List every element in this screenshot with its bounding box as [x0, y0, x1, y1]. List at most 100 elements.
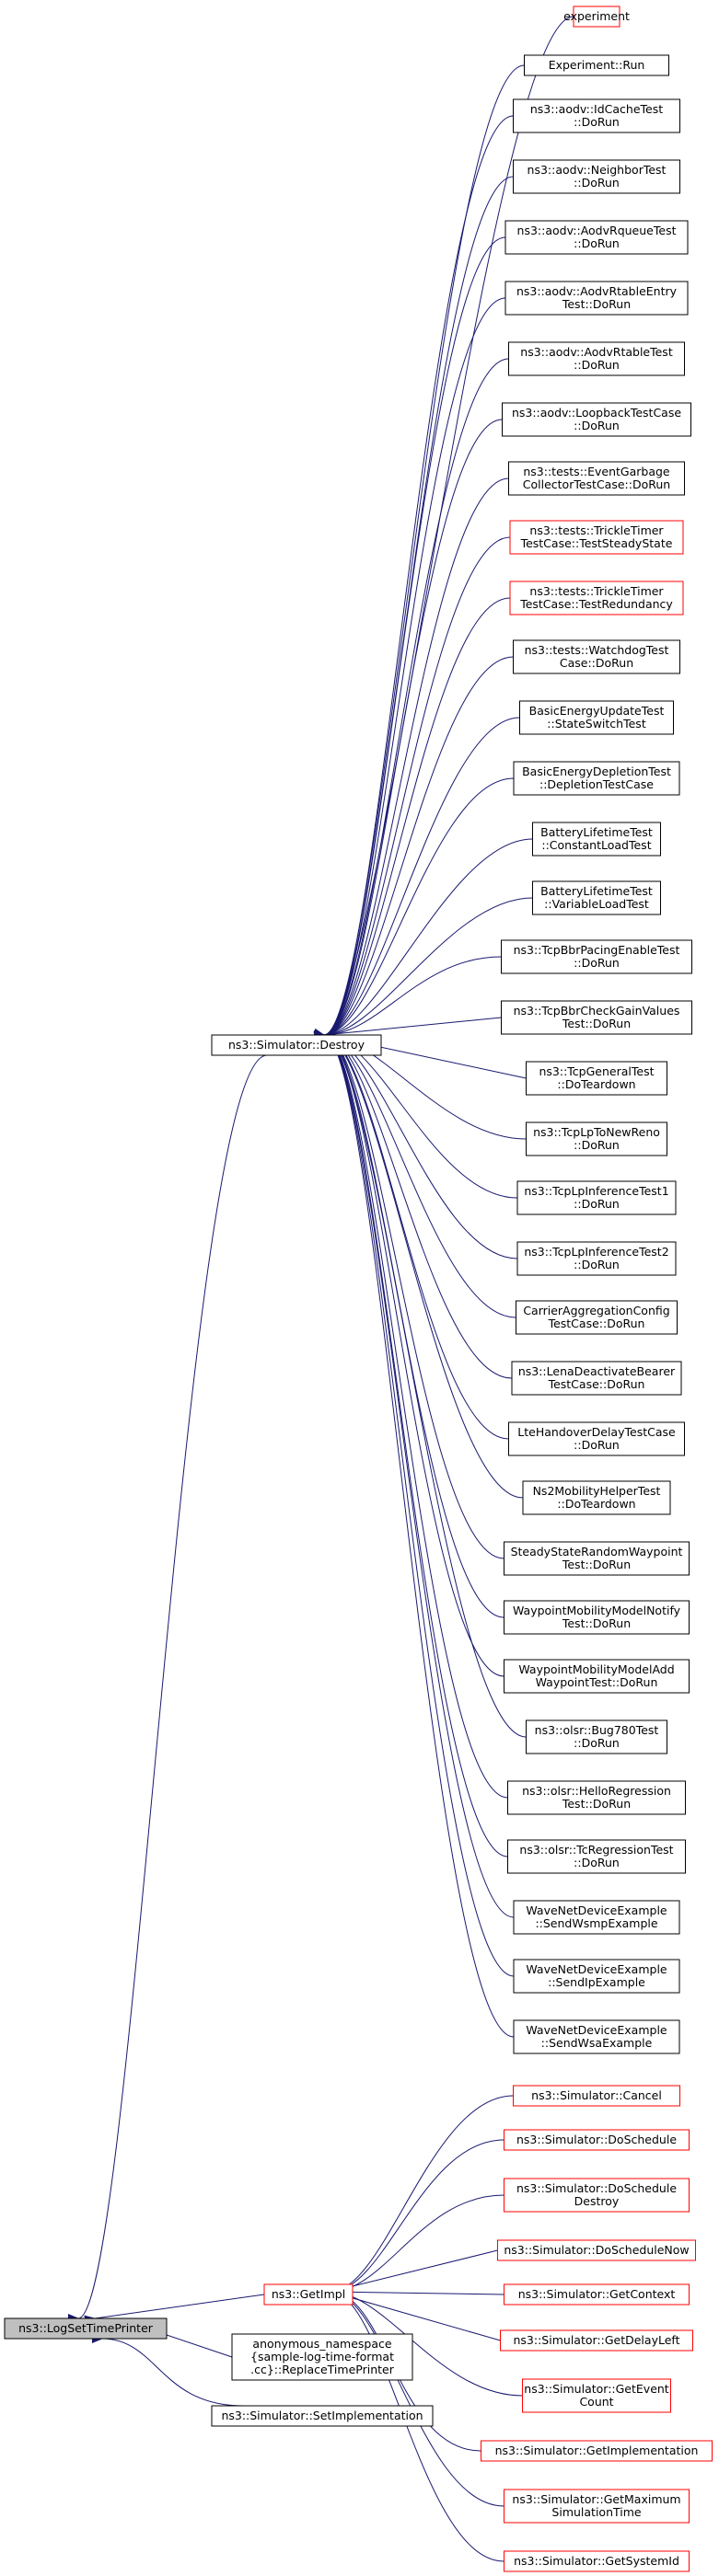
node-ns3-tcplpinferencetest2-dorun[interactable]: ns3::TcpLpInferenceTest2::DoRun: [516, 1241, 677, 1276]
node-box: [500, 2329, 693, 2352]
node-box: [509, 581, 684, 615]
node-label-line: ::DoRun: [574, 956, 620, 970]
call-edge: [319, 2249, 498, 2299]
node-label-line: ns3::Simulator::Cancel: [531, 2088, 662, 2102]
node-ns3-aodv-aodvrqueuetest-dorun[interactable]: ns3::aodv::AodvRqueueTest::DoRun: [504, 220, 689, 255]
node-label-line: ::VariableLoadTest: [544, 897, 649, 911]
node-label-line: ::DoRun: [574, 236, 620, 250]
node-ns3-aodv-loopbacktestcase-dorun[interactable]: ns3::aodv::LoopbackTestCase::DoRun: [502, 402, 691, 437]
node-ns3-simulator-destroy[interactable]: ns3::Simulator::Destroy: [211, 1034, 382, 1056]
node-batterylifetimetest-constantloadtest[interactable]: BatteryLifetimeTest::ConstantLoadTest: [532, 822, 661, 857]
node-ns3-simulator-getcontext[interactable]: ns3::Simulator::GetContext: [504, 2283, 690, 2306]
node-ns3-simulator-doschedulenow[interactable]: ns3::Simulator::DoScheduleNow: [497, 2239, 696, 2261]
node-box: [504, 1659, 690, 1694]
node-box: [526, 1719, 667, 1754]
node-label-line: {sample-log-time-format: [250, 2350, 394, 2363]
node-box: [481, 2440, 713, 2462]
edges-layer: [67, 16, 574, 2562]
node-ns3-olsr-bug780test-dorun[interactable]: ns3::olsr::Bug780Test::DoRun: [526, 1719, 667, 1754]
node-ns3-simulator-getsystemid[interactable]: ns3::Simulator::GetSystemId: [504, 2550, 690, 2572]
node-box: [513, 2019, 680, 2054]
node-label-line: ns3::aodv::IdCacheTest: [530, 102, 663, 116]
node-label-line: ns3::aodv::LoopbackTestCase: [512, 406, 681, 420]
node-experiment-run[interactable]: Experiment::Run: [524, 54, 669, 76]
node-label-line: ::ConstantLoadTest: [541, 838, 651, 852]
node-ns3-tests-trickletimer-testcase-testredundancy[interactable]: ns3::tests::TrickleTimerTestCase::TestRe…: [509, 581, 684, 615]
node-label-line: WaveNetDeviceExample: [526, 1962, 667, 1976]
node-label-line: Test::DoRun: [562, 1616, 631, 1630]
node-box: [507, 1780, 686, 1815]
node-ns3-logsettimeprinter[interactable]: ns3::LogSetTimePrinter: [4, 2317, 168, 2340]
node-ns3-aodv-aodvrtabletest-dorun[interactable]: ns3::aodv::AodvRtableTest::DoRun: [508, 341, 685, 376]
node-label-line: TestCase::DoRun: [548, 1317, 645, 1330]
node-ns3-tcpgeneraltest-doteardown[interactable]: ns3::TcpGeneralTest::DoTeardown: [526, 1061, 667, 1096]
node-label-line: ns3::aodv::NeighborTest: [528, 163, 667, 177]
call-edge: [313, 1029, 515, 1918]
node-label-line: experiment: [563, 9, 630, 23]
node-ns3-simulator-doschedule[interactable]: ns3::Simulator::DoSchedule: [504, 2129, 690, 2151]
node-box: [263, 2283, 354, 2306]
call-edge: [319, 2286, 504, 2507]
node-anonymous-namespace-sample-log-time-format-cc-replacetimeprinter[interactable]: anonymous_namespace{sample-log-time-form…: [231, 2333, 413, 2381]
node-label-line: Count: [579, 2395, 613, 2409]
node-basicenergydepletiontest-depletiontestcase[interactable]: BasicEnergyDepletionTest::DepletionTestC…: [513, 761, 680, 796]
node-ns3-simulator-getimplementation[interactable]: ns3::Simulator::GetImplementation: [481, 2440, 713, 2462]
node-basicenergyupdatetest-stateswitchtest[interactable]: BasicEnergyUpdateTest::StateSwitchTest: [519, 700, 674, 735]
node-waypointmobilitymodeladd-waypointtest-dorun[interactable]: WaypointMobilityModelAddWaypointTest::Do…: [504, 1659, 690, 1694]
node-box: [211, 2405, 434, 2427]
node-ns3-aodv-idcachetest-dorun[interactable]: ns3::aodv::IdCacheTest::DoRun: [513, 98, 680, 133]
node-ns3-tcpbbrpacingenabletest-dorun[interactable]: ns3::TcpBbrPacingEnableTest::DoRun: [501, 939, 692, 974]
node-box: [504, 1600, 690, 1635]
node-wavenetdeviceexample-sendipexample[interactable]: WaveNetDeviceExample::SendIpExample: [513, 1959, 680, 1994]
call-edge: [313, 597, 511, 1041]
node-label-line: Test::DoRun: [562, 297, 631, 311]
node-wavenetdeviceexample-sendwsaexample[interactable]: WaveNetDeviceExample::SendWsaExample: [513, 2019, 680, 2054]
node-label-line: ::DoRun: [574, 1736, 620, 1750]
node-ltehandoverdelaytestcase-dorun[interactable]: LteHandoverDelayTestCase::DoRun: [508, 1421, 685, 1456]
node-ns3-simulator-cancel[interactable]: ns3::Simulator::Cancel: [513, 2085, 680, 2107]
call-edge: [313, 1029, 509, 1440]
node-label-line: ns3::TcpGeneralTest: [539, 1064, 654, 1078]
node-ns3-tests-eventgarbage-collectortestcase-dorun[interactable]: ns3::tests::EventGarbageCollectorTestCas…: [508, 461, 685, 496]
node-ns3-tests-trickletimer-testcase-teststeadystate[interactable]: ns3::tests::TrickleTimerTestCase::TestSt…: [509, 520, 684, 555]
node-ns3-getimpl[interactable]: ns3::GetImpl: [263, 2283, 354, 2306]
call-edge: [313, 777, 515, 1041]
node-experiment[interactable]: experiment: [563, 6, 630, 28]
node-ns3-simulator-getdelayleft[interactable]: ns3::Simulator::GetDelayLeft: [500, 2329, 693, 2352]
node-label-line: BasicEnergyUpdateTest: [529, 704, 665, 718]
node-ns3-olsr-tcregressiontest-dorun[interactable]: ns3::olsr::TcRegressionTest::DoRun: [507, 1839, 686, 1874]
call-edge: [313, 358, 509, 1041]
node-label-line: WaveNetDeviceExample: [526, 1903, 667, 1917]
node-wavenetdeviceexample-sendwsmpexample[interactable]: WaveNetDeviceExample::SendWsmpExample: [513, 1900, 680, 1935]
node-label-line: TestCase::TestSteadyState: [520, 536, 673, 550]
node-label-line: ns3::TcpBbrCheckGainValues: [514, 1004, 680, 1018]
node-box: [532, 822, 661, 857]
node-ns3-simulator-setimplementation[interactable]: ns3::Simulator::SetImplementation: [211, 2405, 434, 2427]
node-ns3-tcplpinferencetest1-dorun[interactable]: ns3::TcpLpInferenceTest1::DoRun: [516, 1180, 677, 1215]
node-ns3-aodv-neighbortest-dorun[interactable]: ns3::aodv::NeighborTest::DoRun: [513, 159, 680, 194]
node-label-line: Test::DoRun: [562, 1017, 631, 1030]
node-label-line: ns3::LogSetTimePrinter: [18, 2321, 154, 2335]
node-label-line: TestCase::DoRun: [548, 1377, 645, 1391]
call-edge: [313, 1029, 527, 1738]
node-label-line: Test::DoRun: [562, 1797, 631, 1811]
node-ns2mobilityhelpertest-doteardown[interactable]: Ns2MobilityHelperTest::DoTeardown: [522, 1480, 671, 1515]
node-label-line: BatteryLifetimeTest: [540, 884, 653, 898]
node-box: [513, 639, 680, 674]
node-label-line: BasicEnergyDepletionTest: [522, 765, 671, 778]
node-label-line: ns3::Simulator::GetImplementation: [495, 2444, 699, 2457]
node-batterylifetimetest-variableloadtest[interactable]: BatteryLifetimeTest::VariableLoadTest: [532, 880, 661, 915]
call-edge: [313, 1029, 508, 1857]
node-ns3-tcplptonewreno-dorun[interactable]: ns3::TcpLpToNewReno::DoRun: [526, 1121, 667, 1156]
